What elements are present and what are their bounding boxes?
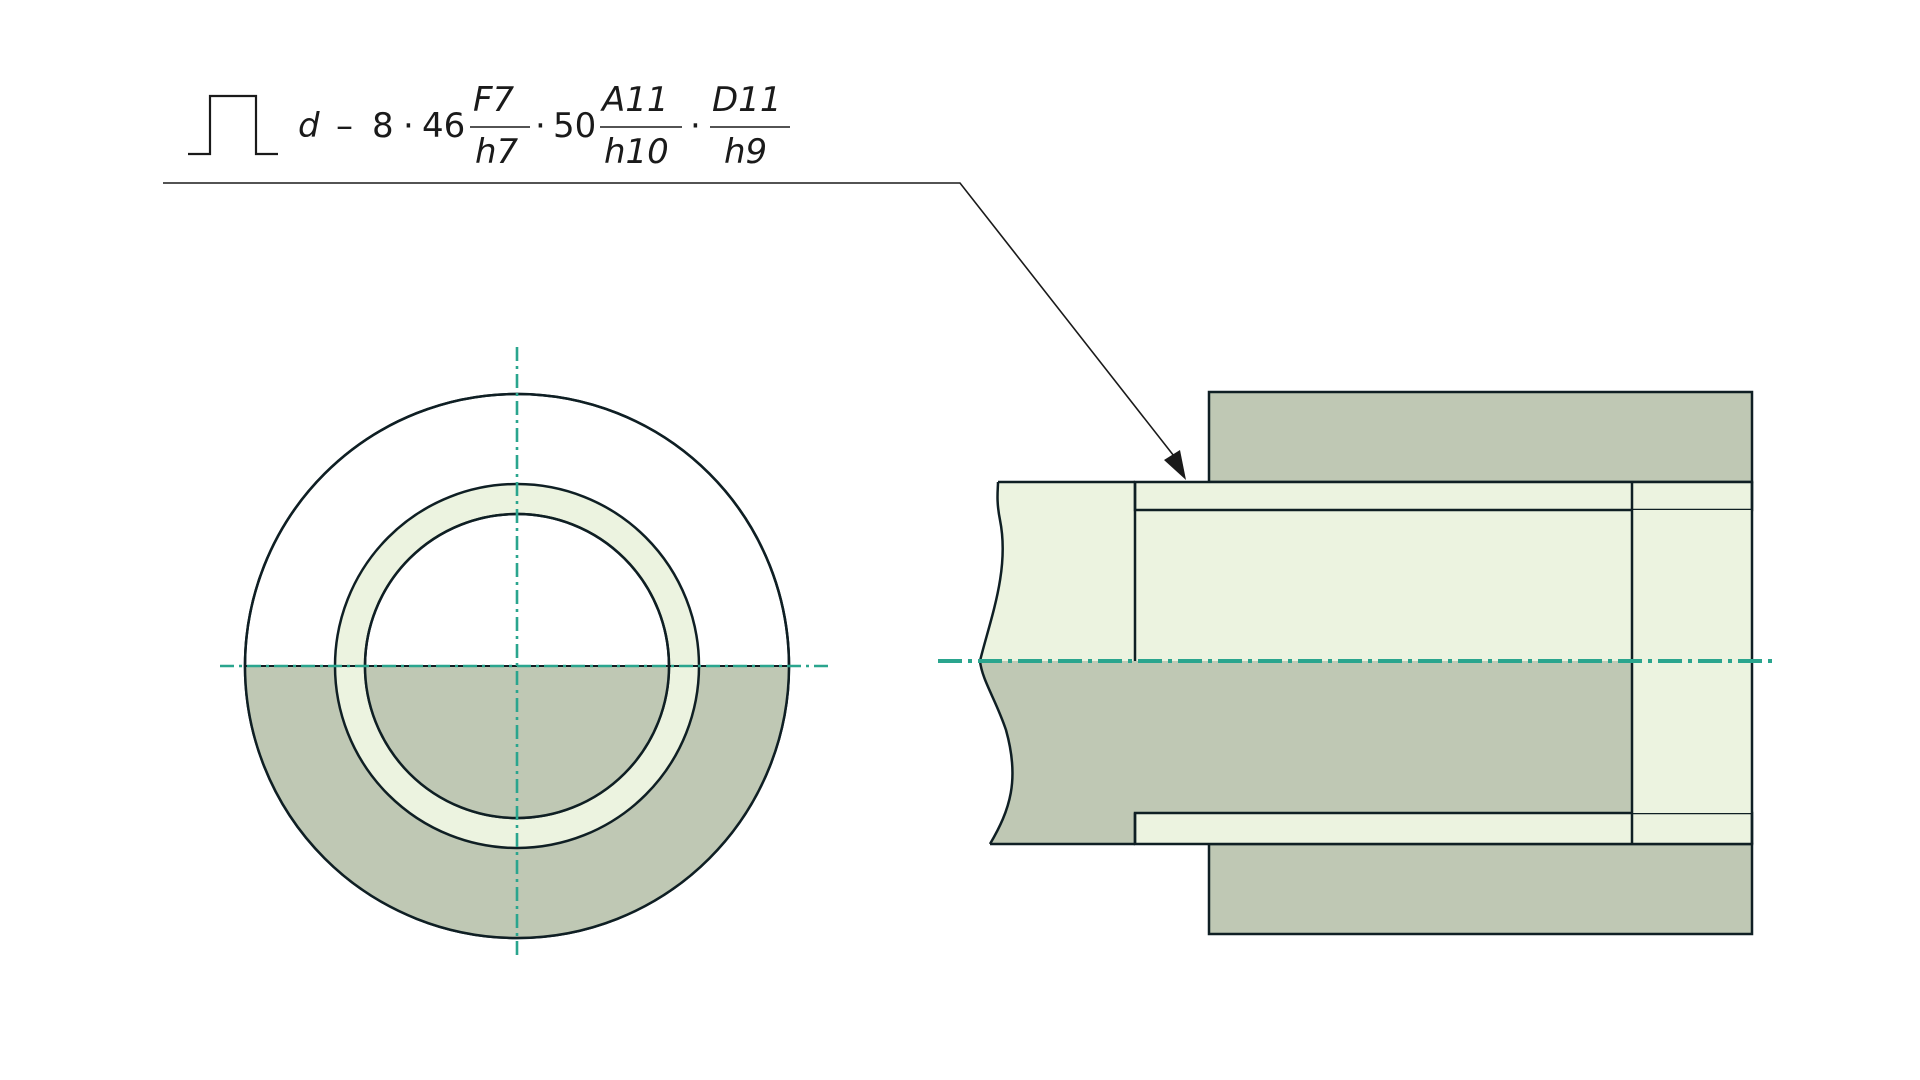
shaft-upper-half xyxy=(980,482,1752,661)
hub-lower-section xyxy=(1207,842,1754,936)
inner-diameter: 46 xyxy=(422,106,465,146)
spline-upper-strip xyxy=(1133,480,1754,512)
width-fit-shaft: h9 xyxy=(724,132,767,172)
spline-lower-strip xyxy=(1133,811,1754,846)
multiply-dot-3: · xyxy=(690,106,701,146)
multiply-dot-2: · xyxy=(535,106,546,146)
side-view xyxy=(938,390,1772,936)
spline-designation: d – 8 · 46 F7 h7 · 50 A11 h10 · D11 h9 xyxy=(188,80,790,172)
inner-fit-shaft: h7 xyxy=(475,132,519,172)
inner-fit-hole: F7 xyxy=(473,80,515,120)
spline-profile-symbol xyxy=(188,94,278,156)
spline-count: 8 xyxy=(372,106,394,146)
end-view xyxy=(220,347,832,958)
width-fit-hole: D11 xyxy=(712,80,781,120)
shaft-lower-half xyxy=(980,661,1632,844)
outer-diameter: 50 xyxy=(553,106,596,146)
outer-fit-shaft: h10 xyxy=(604,132,669,172)
hub-upper-section xyxy=(1207,390,1754,484)
minus-sign: – xyxy=(336,106,353,146)
leader-arrowhead xyxy=(1164,450,1186,480)
leader-line xyxy=(163,182,1186,480)
multiply-dot-1: · xyxy=(403,106,414,146)
outer-fit-hole: A11 xyxy=(600,80,669,120)
d-symbol: d xyxy=(298,106,320,146)
